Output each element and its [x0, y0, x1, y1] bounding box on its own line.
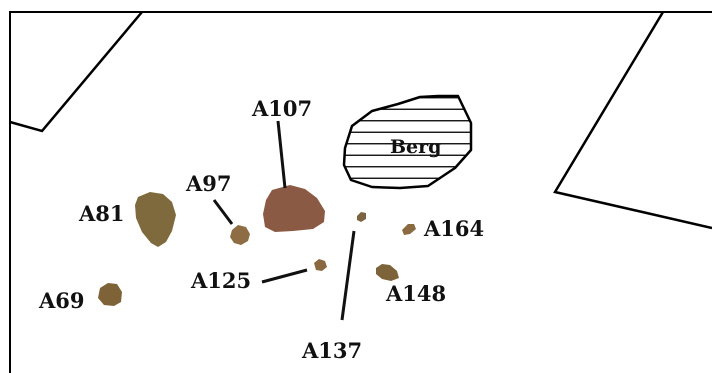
- feature-a69: [98, 283, 122, 306]
- plot-outline-left: [9, 11, 143, 133]
- map-frame: [9, 11, 712, 373]
- feature-a125: [314, 259, 327, 271]
- feature-a137: [357, 212, 366, 222]
- berg-label: Berg: [390, 136, 441, 158]
- leader-a107: [276, 120, 287, 189]
- feature-a164: [402, 224, 416, 235]
- label-a125: A125: [190, 268, 251, 293]
- leader-a97: [212, 199, 234, 225]
- feature-a107: [263, 185, 325, 232]
- feature-a97: [230, 225, 250, 245]
- berg-area: Berg: [342, 94, 473, 190]
- label-a107: A107: [251, 96, 312, 121]
- leader-a137: [340, 230, 356, 321]
- feature-a148: [376, 264, 399, 281]
- berg-hatch: [342, 94, 473, 190]
- label-a81: A81: [78, 201, 125, 226]
- label-a148: A148: [385, 281, 446, 306]
- label-a137: A137: [301, 338, 362, 363]
- leader-a125: [261, 268, 308, 284]
- label-a69: A69: [38, 288, 85, 313]
- plot-outline-right: [553, 11, 712, 230]
- label-a164: A164: [423, 216, 484, 241]
- feature-a81: [135, 192, 176, 247]
- label-a97: A97: [185, 171, 232, 196]
